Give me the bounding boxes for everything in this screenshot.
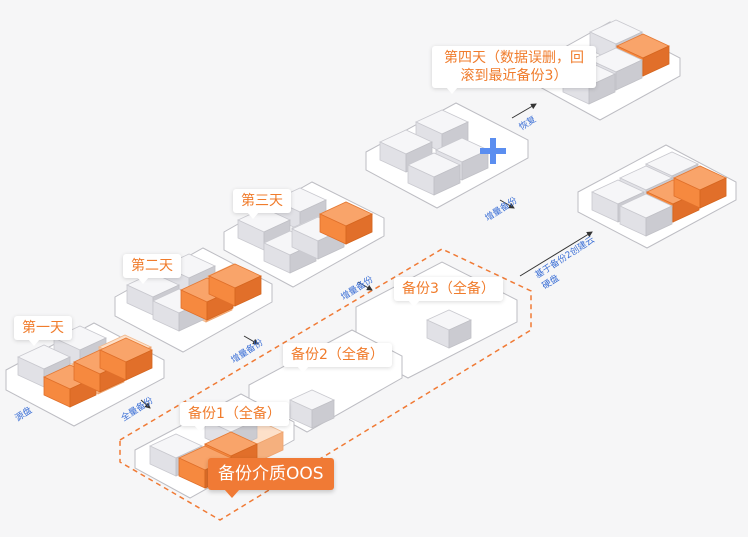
backup3-label: 备份3（全备） <box>394 277 503 307</box>
backup-medium-label: 备份介质OOS <box>208 458 334 498</box>
backup1-label: 备份1（全备） <box>180 402 289 432</box>
day2-label: 第二天 <box>123 254 181 284</box>
plus-icon <box>480 138 506 164</box>
day1-label: 第一天 <box>14 316 72 346</box>
day3-label: 第三天 <box>233 189 291 219</box>
day4-label: 第四天（数据误删，回滚到最近备份3） <box>432 46 596 94</box>
flow-arrows <box>140 103 593 409</box>
backup-group-outline <box>119 248 532 521</box>
backup2-label: 备份2（全备） <box>283 343 392 373</box>
